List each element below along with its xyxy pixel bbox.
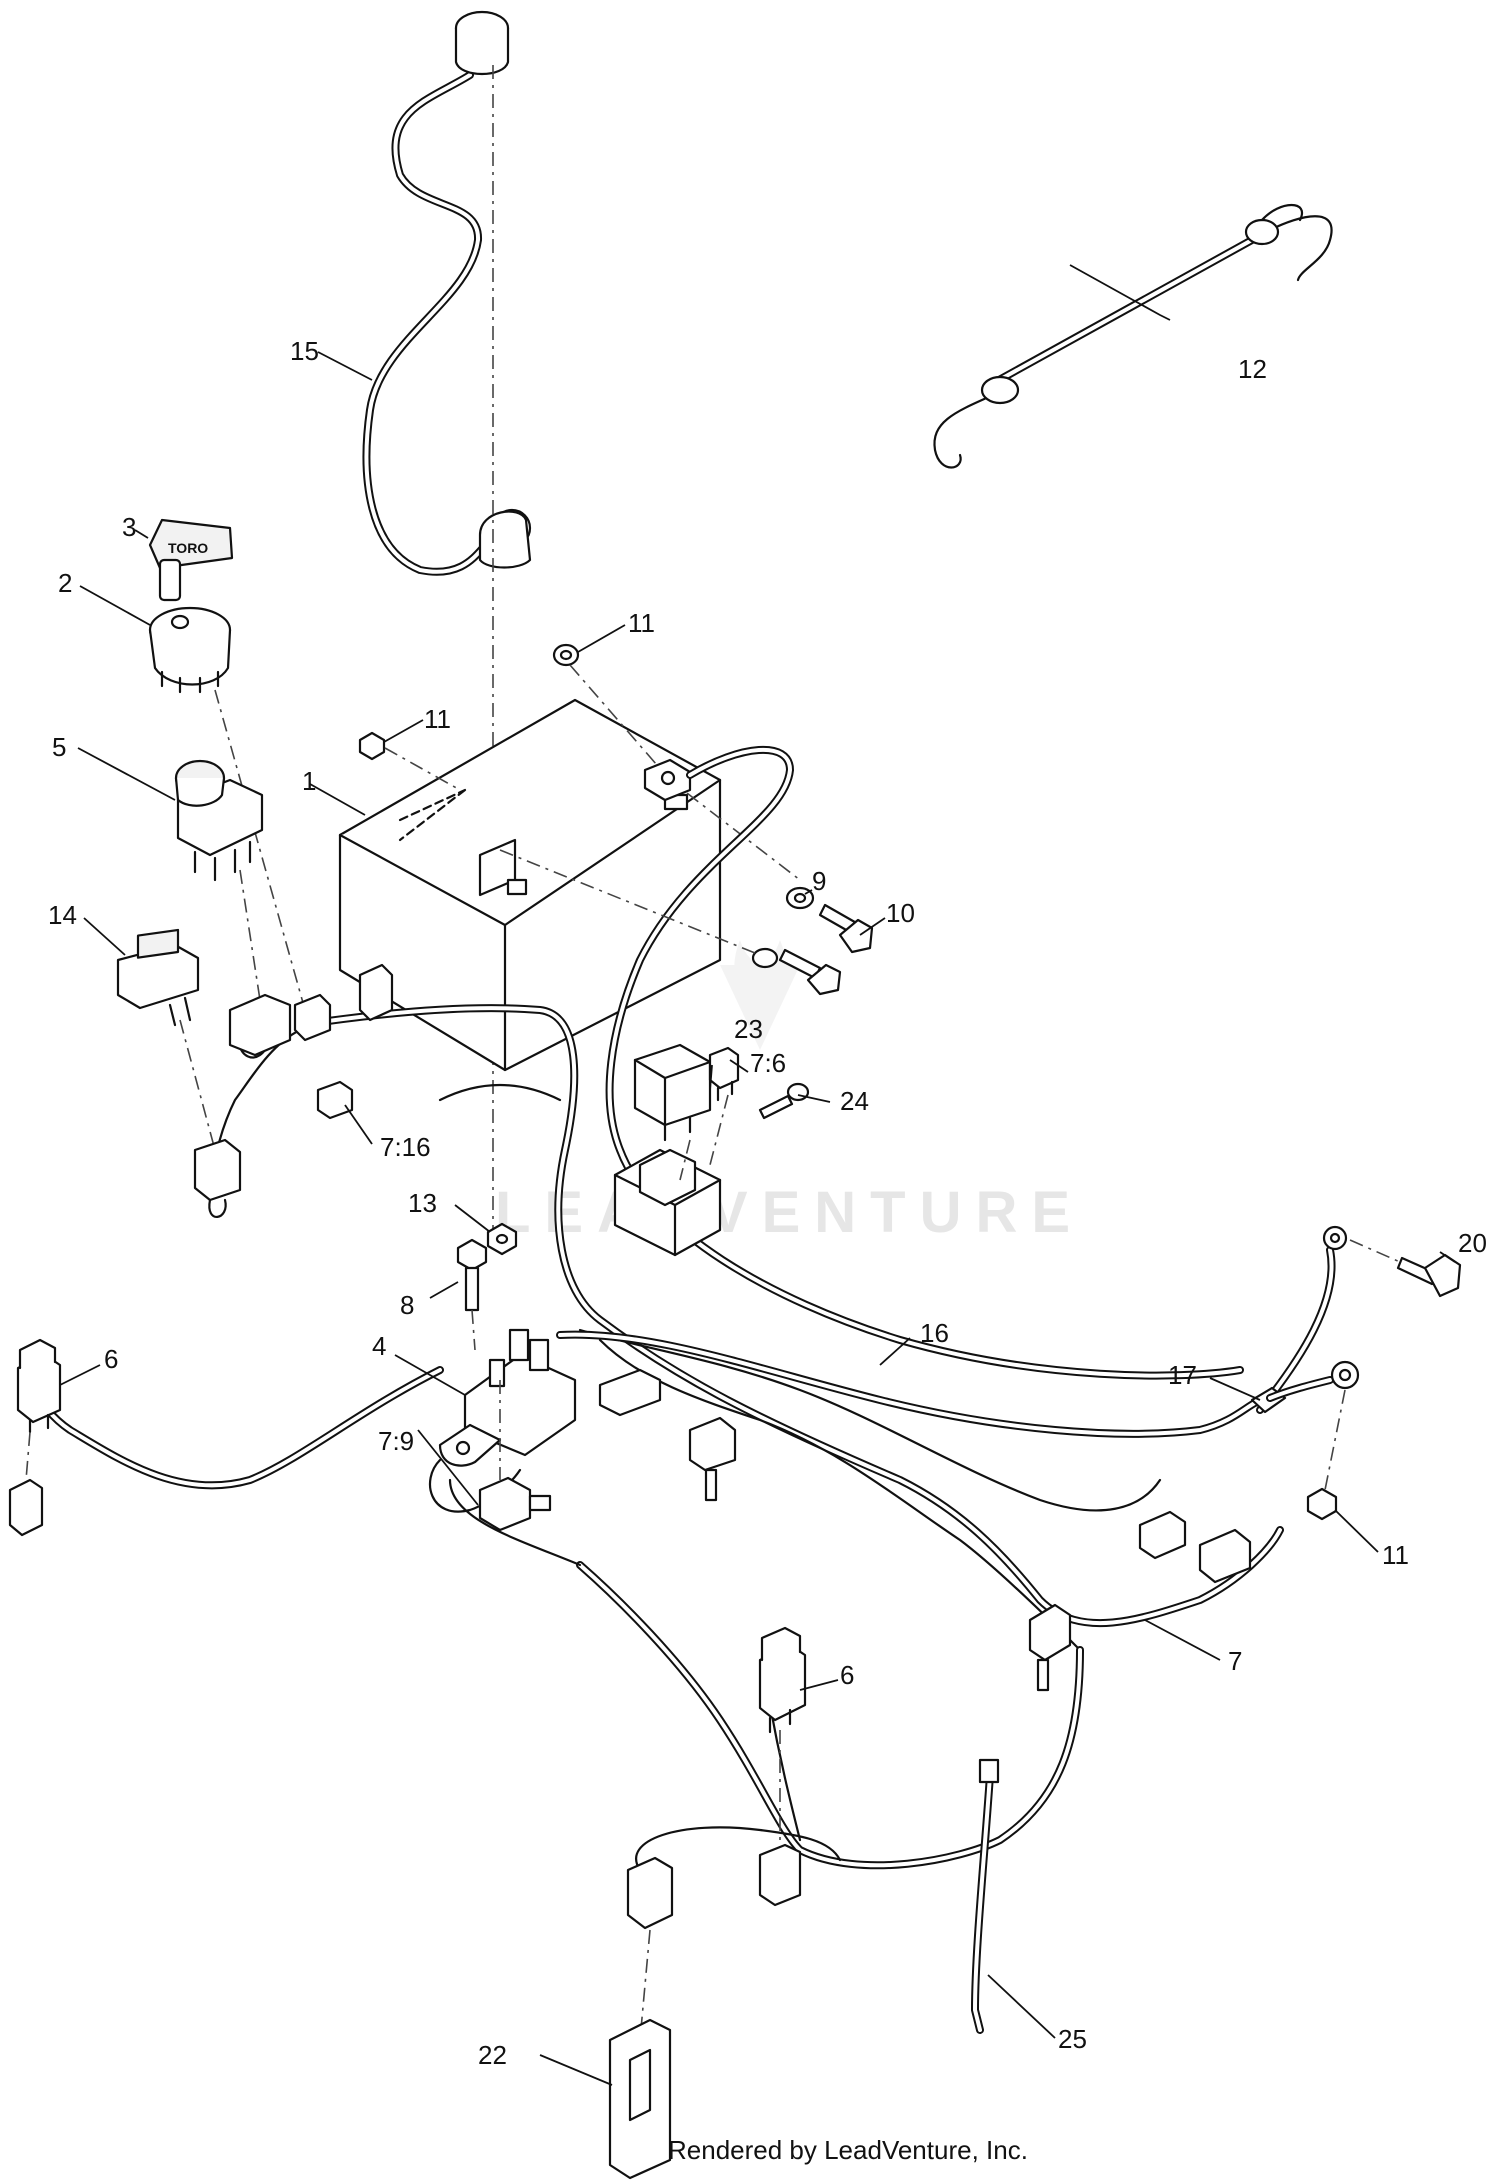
callouts: 3 2 5 14 15 1 11 11 9 10 12 23 7:6 24 7:…: [48, 336, 1487, 2070]
part-20-bolt: [1396, 1253, 1462, 1298]
part-15-battery-cable: [362, 10, 532, 576]
callout-12: 12: [1238, 354, 1267, 384]
part-14-hour-meter: [116, 928, 200, 1027]
watermark-logo: [720, 940, 800, 1050]
callout-23: 23: [734, 1014, 763, 1044]
connector-bottom-left: [626, 1856, 674, 1930]
part-7-wire-harness: [21, 1004, 1284, 1872]
callout-13: 13: [408, 1188, 437, 1218]
callout-22: 22: [478, 2040, 507, 2070]
part-12-hold-down-rod: [933, 204, 1333, 469]
connector-right-b: [1198, 1528, 1252, 1584]
part-7-16-connector: [316, 1080, 354, 1120]
connector-right-c: [1028, 1603, 1072, 1692]
fuse-relay-block: [613, 1148, 722, 1257]
callout-10: 10: [886, 898, 915, 928]
battery-positive-cable: [605, 746, 1244, 1380]
connector-seat-switch: [8, 1478, 44, 1537]
part-17-ground-cable: [1250, 1225, 1360, 1414]
part-8-bolt: [456, 1238, 488, 1312]
connector-hour-meter: [193, 1138, 242, 1218]
callout-16: 16: [920, 1318, 949, 1348]
leader-lines: [59, 264, 1456, 2086]
callout-7: 7: [1228, 1646, 1242, 1676]
callout-17: 17: [1168, 1360, 1197, 1390]
watermark-text: LEADVENTURE: [495, 1180, 1084, 1245]
connector-bottom-right: [758, 1843, 802, 1907]
part-4-starter-solenoid: [438, 1328, 577, 1467]
part-13-nut: [486, 1222, 518, 1256]
part-2-ignition-switch: [148, 606, 232, 694]
callout-8: 8: [400, 1290, 414, 1320]
part-6-seat-switch-left: [16, 1338, 62, 1434]
connector-right-a: [1138, 1510, 1187, 1560]
callout-6-right: 6: [840, 1660, 854, 1690]
part-7-6-fuse: [708, 1046, 740, 1102]
part-6-brake-switch: [758, 1626, 807, 1734]
part-5-pto-switch: [174, 759, 264, 882]
callout-2: 2: [58, 568, 72, 598]
part-7-9-connector: [478, 1476, 552, 1532]
callout-15: 15: [290, 336, 319, 366]
part-11-nut-left: [358, 731, 386, 761]
callout-5: 5: [52, 732, 66, 762]
part-11-nut-top: [552, 643, 580, 667]
part-1-battery: [338, 698, 722, 1072]
callout-7-6: 7:6: [750, 1048, 786, 1078]
render-credit: Rendered by LeadVenture, Inc.: [668, 2135, 1028, 2165]
part-10-bolt-lower: [751, 947, 842, 996]
callout-20: 20: [1458, 1228, 1487, 1258]
callout-1: 1: [302, 766, 316, 796]
callout-3: 3: [122, 512, 136, 542]
part-22-harness-clip: [608, 2018, 672, 2180]
part-25-cable-tie: [970, 1758, 1000, 2034]
part-11-nut-right: [1306, 1487, 1338, 1521]
part-23-relay: [633, 1043, 712, 1142]
callout-4: 4: [372, 1331, 386, 1361]
key-brand-text: TORO: [168, 540, 208, 556]
callout-11-top: 11: [628, 608, 655, 638]
callout-11-left: 11: [424, 704, 451, 734]
connector-pto-switch: [358, 963, 394, 1022]
part-24-screw: [758, 1082, 810, 1120]
connector-harness-mid: [598, 1368, 662, 1417]
callout-24: 24: [840, 1086, 869, 1116]
connector-harness-clip: [688, 1416, 737, 1502]
callout-7-16: 7:16: [380, 1132, 431, 1162]
callout-11-right: 11: [1382, 1540, 1409, 1570]
part-16-negative-cable: [556, 1330, 1269, 1438]
part-10-bolt: [818, 903, 874, 954]
connector-key-switch: [228, 993, 332, 1057]
callout-14: 14: [48, 900, 77, 930]
callout-6-left: 6: [104, 1344, 118, 1374]
callout-25: 25: [1058, 2024, 1087, 2054]
part-3-ignition-key: TORO: [148, 518, 234, 602]
callout-7-9: 7:9: [378, 1426, 414, 1456]
callout-9: 9: [812, 866, 826, 896]
